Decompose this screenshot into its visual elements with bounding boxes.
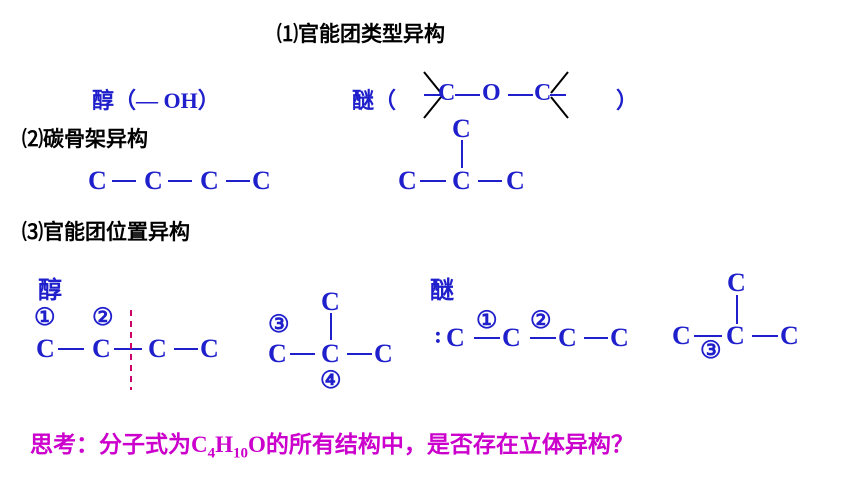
branched1-position-4: ④: [320, 368, 342, 394]
ether-chain-position-1: ①: [476, 308, 498, 334]
ether-chain-position-2: ②: [530, 308, 552, 334]
ether-chain-prefix: :: [434, 323, 442, 349]
ether-chain-c1: C: [446, 323, 465, 352]
branched2-position-3: ③: [700, 338, 722, 364]
question-text: 思考：分子式为C4H10O的所有结构中，是否存在立体异构？: [30, 425, 634, 463]
heading-functional-type: ⑴官能团类型异构: [277, 22, 445, 46]
position-ether-label: 醚: [430, 278, 454, 304]
question-suffix: O的所有结构中，是否存在立体异构？: [248, 432, 634, 457]
ether-atom-o: O: [482, 80, 501, 106]
branched-c2: C: [452, 166, 471, 195]
skeleton-c2: C: [144, 166, 163, 195]
ether-group-label: 醚（: [352, 88, 397, 113]
ether-atom-c2: C: [534, 80, 552, 106]
branched1-c2: C: [321, 339, 340, 368]
branched2-c3: C: [780, 321, 799, 350]
ether-atom-c1: C: [438, 80, 456, 106]
question-prefix: 思考：分子式为C: [30, 432, 208, 457]
position-alcohol-label: 醇: [38, 278, 62, 304]
chain1-position-2: ②: [92, 305, 114, 331]
ether-chain-c2: C: [502, 323, 521, 352]
heading-position: ⑶官能团位置异构: [22, 220, 190, 244]
ether-chain-c4: C: [610, 323, 629, 352]
alcohol-group-label: 醇（— OH）: [92, 88, 220, 113]
branched2-c2: C: [726, 321, 745, 350]
branched-c1: C: [398, 166, 417, 195]
heading-carbon-skeleton: ⑵碳骨架异构: [22, 127, 148, 151]
branched1-position-3: ③: [268, 312, 290, 338]
branched1-c1: C: [268, 339, 287, 368]
branched-top-c: C: [452, 114, 471, 143]
chain1-c1: C: [36, 334, 55, 363]
skeleton-c3: C: [200, 166, 219, 195]
branched-c3: C: [506, 166, 525, 195]
question-sub-4: 4: [207, 445, 216, 462]
skeleton-c1: C: [88, 166, 107, 195]
ether-chain-c3: C: [558, 323, 577, 352]
chain1-c4: C: [200, 334, 219, 363]
question-sub-10: 10: [233, 445, 249, 462]
skeleton-c4: C: [252, 166, 271, 195]
branched1-c3: C: [374, 339, 393, 368]
branched2-top-c: C: [727, 268, 746, 297]
ether-close-paren: ）: [616, 88, 639, 113]
question-h: H: [215, 432, 234, 457]
branched1-top-c: C: [321, 287, 340, 316]
chain1-c2: C: [92, 334, 111, 363]
chain1-position-1: ①: [34, 305, 56, 331]
branched2-c1: C: [672, 321, 691, 350]
chain1-c3: C: [148, 334, 167, 363]
